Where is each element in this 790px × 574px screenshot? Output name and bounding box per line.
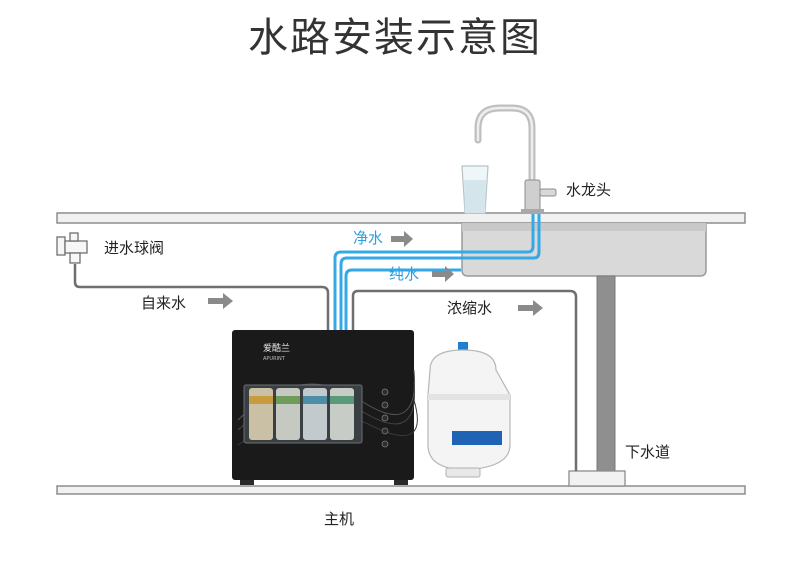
ball-valve-icon: [57, 233, 87, 263]
label-tap-water: 自来水: [141, 296, 186, 311]
label-main-unit: 主机: [324, 512, 354, 527]
brand-logo: 爱酷兰: [263, 342, 290, 354]
faucet-icon: [478, 108, 556, 214]
arrow-pure-water: [391, 231, 413, 247]
arrow-concentrate: [518, 300, 543, 316]
pressure-tank: [428, 342, 510, 477]
label-drain: 下水道: [625, 445, 670, 460]
label-concentrate: 浓缩水: [447, 301, 492, 316]
drain-pipe: [569, 276, 625, 486]
floor-shelf: [57, 486, 745, 494]
water-glass-icon: [462, 166, 488, 213]
countertop: [57, 213, 745, 223]
label-pure-water: 净水: [353, 231, 383, 246]
arrow-purified-water: [432, 266, 454, 282]
brand-subtitle: APURINT: [263, 356, 286, 362]
sink-basin: [462, 223, 706, 276]
label-purified-water: 纯水: [389, 267, 419, 282]
label-faucet: 水龙头: [566, 183, 611, 198]
arrow-tap-water: [208, 293, 233, 309]
label-inlet-valve: 进水球阀: [104, 241, 164, 256]
page-title: 水路安装示意图: [0, 16, 790, 60]
main-unit: 爱酷兰 APURINT: [232, 330, 417, 485]
